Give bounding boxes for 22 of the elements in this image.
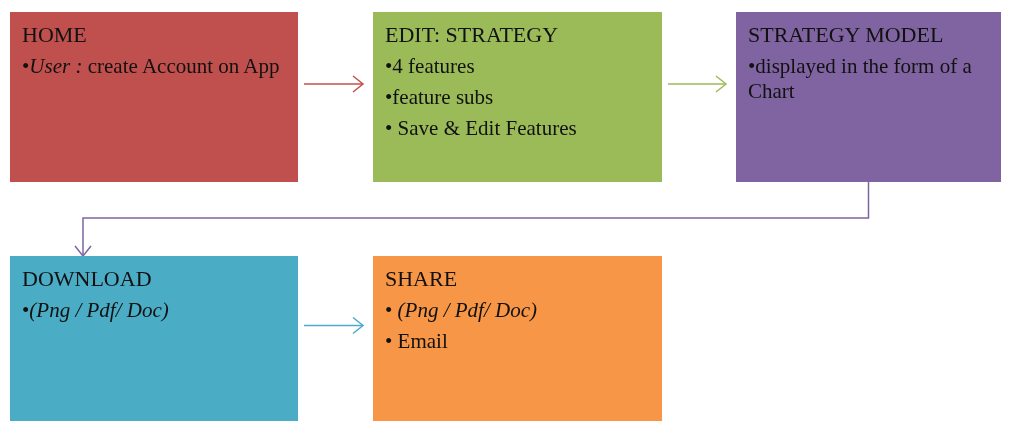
bullet-item: • Email [385,329,449,354]
process-box [736,12,1001,182]
bullet-item: • Save & Edit Features [385,116,578,141]
box-heading: DOWNLOAD [22,266,153,292]
process-box [10,12,298,182]
bullet-item: •feature subs [385,85,495,110]
arrow [303,316,364,335]
box-heading: HOME [22,22,88,48]
bullet-item: •User : create Account on App [22,54,281,79]
bullet-item: •4 features [385,54,476,79]
process-box [373,256,662,421]
arrow [667,75,727,93]
bullet-item: •(Png / Pdf/ Doc) [22,298,170,323]
bullet-item: •displayed in the form of a Chart [748,54,973,104]
bullet-item: • (Png / Pdf/ Doc) [385,298,538,323]
arrow [303,75,364,93]
arrow [74,181,870,257]
box-heading: SHARE [385,266,459,292]
process-box [373,12,662,182]
box-heading: EDIT: STRATEGY [385,22,560,48]
process-box [10,256,298,421]
box-heading: STRATEGY MODEL [748,22,945,48]
